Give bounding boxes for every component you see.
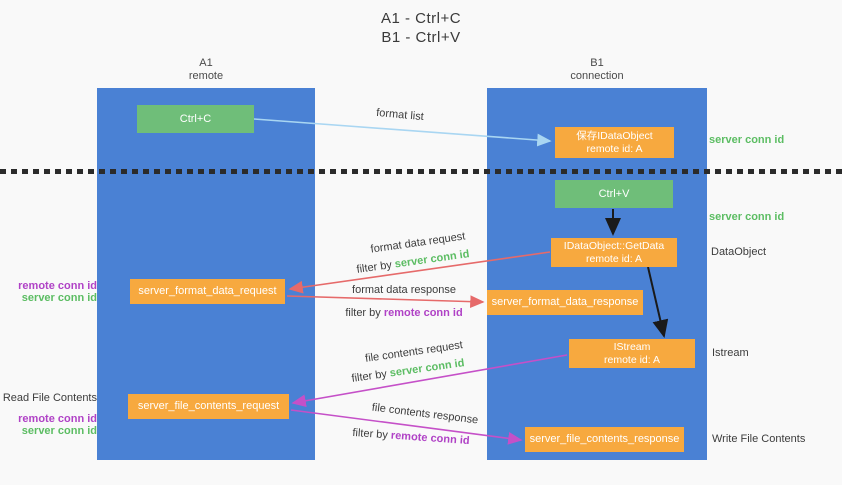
side-label-write-file-contents: Write File Contents xyxy=(712,433,806,445)
side-label-server-conn-id-top: server conn id xyxy=(709,134,785,146)
side-label-dataobject: DataObject xyxy=(711,246,767,258)
node-save-dataobject-line2: remote id: A xyxy=(586,142,643,155)
node-server-format-data-request: server_format_data_request xyxy=(130,279,285,304)
node-save-dataobject-line1: 保存IDataObject xyxy=(576,129,653,142)
node-server-file-contents-request-label: server_file_contents_request xyxy=(137,400,280,412)
title-line-1: A1 - Ctrl+C xyxy=(380,10,462,27)
node-istream-line2: remote id: A xyxy=(603,353,661,366)
remote-conn-id-text: remote conn id xyxy=(390,429,470,448)
filter-by-text: filter by xyxy=(350,368,388,385)
column-b1-subtitle: connection xyxy=(570,70,624,82)
node-ctrl-v-label: Ctrl+V xyxy=(598,187,630,200)
node-server-format-data-response-label: server_format_data_response xyxy=(491,296,639,308)
remote-conn-id-label: remote conn id xyxy=(18,413,97,425)
arrow-format-data-response xyxy=(286,295,485,309)
node-ctrl-c: Ctrl+C xyxy=(137,105,254,133)
side-label-conn-ids-format: remote conn id server conn id xyxy=(0,280,97,304)
node-server-format-data-request-label: server_format_data_request xyxy=(138,285,277,297)
remote-conn-id-label: remote conn id xyxy=(18,280,97,292)
label-file-contents-response: file contents response xyxy=(371,401,479,427)
node-istream: IStream remote id: A xyxy=(569,339,695,368)
label-filter-by-remote-conn-id-1: filter by remote conn id xyxy=(345,307,462,319)
server-conn-id-label: server conn id xyxy=(21,292,97,304)
node-server-file-contents-response-label: server_file_contents_response xyxy=(529,433,680,445)
column-b1-name: B1 xyxy=(590,57,604,69)
server-conn-id-label: server conn id xyxy=(21,425,97,437)
diagram-title: A1 - Ctrl+C B1 - Ctrl+V xyxy=(0,9,842,47)
column-a1-subtitle: remote xyxy=(188,70,224,82)
filter-by-text: filter by xyxy=(355,259,393,276)
label-filter-by-remote-conn-id-2: filter by remote conn id xyxy=(352,427,470,447)
server-conn-id-text: server conn id xyxy=(389,357,466,380)
node-server-file-contents-response: server_file_contents_response xyxy=(525,427,684,452)
column-a1-name: A1 xyxy=(199,57,213,69)
server-conn-id-text: server conn id xyxy=(394,248,471,271)
column-header-a1: A1 remote xyxy=(97,57,315,83)
remote-conn-id-text: remote conn id xyxy=(383,307,463,319)
label-format-list: format list xyxy=(375,106,425,124)
title-line-2: B1 - Ctrl+V xyxy=(381,29,461,46)
filter-by-text: filter by xyxy=(352,426,389,442)
node-idataobject-getdata: IDataObject::GetData remote id: A xyxy=(551,238,677,267)
node-ctrl-v: Ctrl+V xyxy=(555,180,673,208)
node-idataobject-getdata-line1: IDataObject::GetData xyxy=(563,239,665,252)
node-server-file-contents-request: server_file_contents_request xyxy=(128,394,289,419)
node-istream-line1: IStream xyxy=(613,340,651,353)
node-ctrl-c-label: Ctrl+C xyxy=(179,112,212,125)
side-label-read-file-contents-group: Read File Contents remote conn id server… xyxy=(0,392,97,437)
read-file-contents-label: Read File Contents xyxy=(2,392,97,404)
node-save-dataobject: 保存IDataObject remote id: A xyxy=(555,127,674,158)
filter-by-text: filter by xyxy=(345,307,381,319)
node-server-format-data-response: server_format_data_response xyxy=(487,290,643,315)
column-header-b1: B1 connection xyxy=(487,57,707,83)
label-format-data-response: format data response xyxy=(352,284,456,296)
side-label-server-conn-id-mid: server conn id xyxy=(709,211,785,223)
node-idataobject-getdata-line2: remote id: A xyxy=(585,252,643,265)
side-label-istream: Istream xyxy=(712,347,749,359)
divider-dashed-line xyxy=(0,169,842,174)
